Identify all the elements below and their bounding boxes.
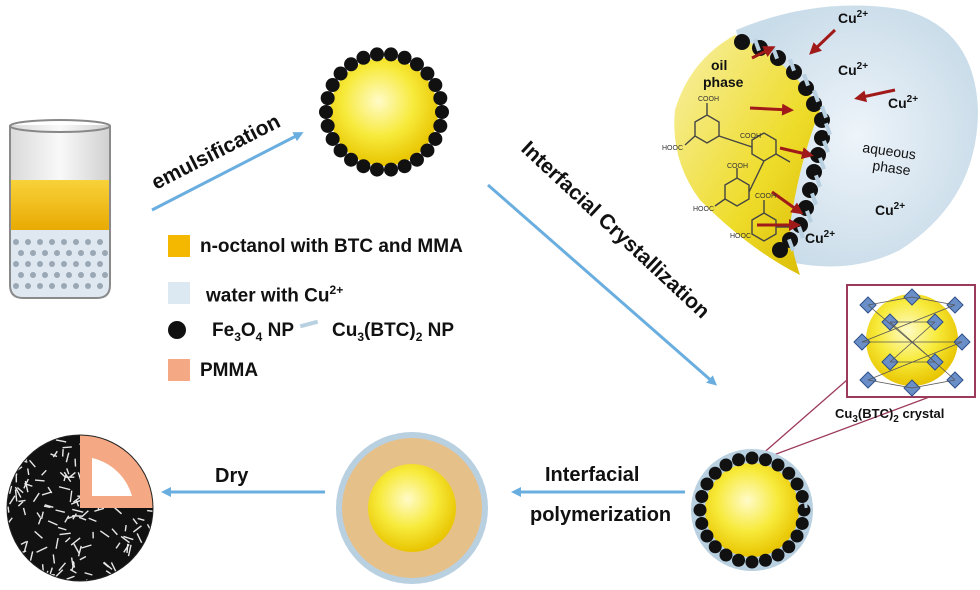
pmma-capsule (336, 432, 488, 584)
label-dry: Dry (215, 465, 249, 487)
legend-water-label: water with Cu2+ (206, 283, 343, 307)
swatch-oil (168, 235, 190, 257)
svg-text:COOH: COOH (727, 163, 748, 170)
legend-oil-label: n-octanol with BTC and MMA (200, 236, 463, 258)
label-phase: phase (703, 74, 744, 90)
swatch-fe3o4 (168, 321, 186, 339)
swatch-pmma (168, 359, 190, 381)
label-interfacial: Interfacial (545, 464, 639, 486)
emulsion-droplet (319, 47, 449, 176)
dried-composite (5, 435, 159, 585)
label-polymerization: polymerization (530, 504, 671, 526)
swatch-cu3btc2 (300, 320, 318, 329)
svg-text:COOH: COOH (740, 133, 761, 140)
legend-cu3btc2-label: Cu3(BTC)2 NP (332, 320, 454, 344)
svg-text:HOOC: HOOC (662, 145, 683, 152)
oil-layer (10, 180, 110, 232)
svg-text:HOOC: HOOC (730, 233, 751, 240)
beaker (10, 120, 110, 300)
crystal-caption: Cu3(BTC)2 crystal (835, 406, 944, 425)
crystal-inset (752, 285, 975, 463)
crystallized-droplet (691, 449, 813, 571)
swatch-water (168, 282, 190, 304)
svg-text:COOH: COOH (698, 96, 719, 103)
svg-text:COOH: COOH (755, 193, 776, 200)
svg-text:HOOC: HOOC (693, 206, 714, 213)
legend-pmma-label: PMMA (200, 360, 258, 382)
label-oil: oil (711, 57, 727, 73)
water-layer (10, 230, 110, 300)
legend-fe3o4-label: Fe3O4 NP (212, 320, 294, 344)
